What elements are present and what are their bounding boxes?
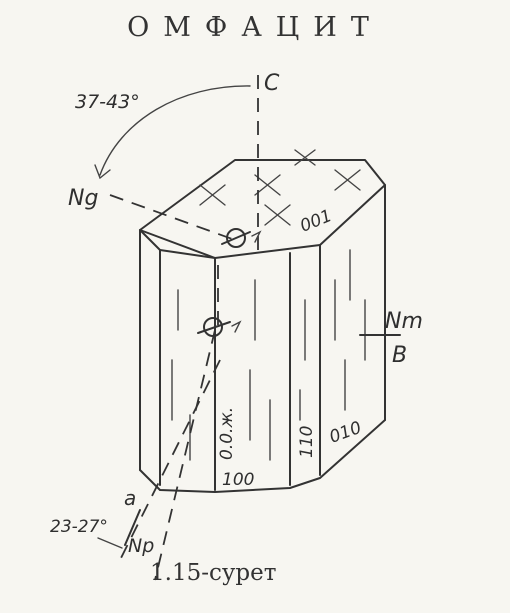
bottom-angle-arc — [97, 537, 123, 549]
cleavage-crosses — [199, 149, 361, 226]
label-face-100: 100 — [222, 470, 254, 490]
label-a: a — [124, 486, 136, 510]
np-axis — [154, 329, 216, 581]
top-left-bevel — [139, 229, 216, 259]
ng-axis — [109, 194, 236, 241]
top-angle-arrow — [94, 164, 111, 180]
label-bottom-angle: 23-27° — [50, 517, 108, 537]
top-face — [139, 159, 386, 259]
label-ng: Ng — [68, 186, 98, 211]
label-optic-plane: 0.0.ж. — [217, 407, 237, 460]
optic-axis-marker-upper — [221, 228, 262, 248]
label-nm: Nm — [385, 309, 423, 334]
diagram-title: ОМФАЦИТ — [127, 12, 383, 43]
face-striations — [171, 249, 366, 461]
label-face-001: 001 — [297, 206, 335, 237]
label-c-axis: C — [264, 71, 280, 96]
label-top-angle: 37-43° — [75, 91, 140, 113]
figure-caption: 1.15-сурет — [150, 560, 277, 586]
label-face-110: 110 — [297, 426, 317, 458]
label-b: B — [392, 343, 407, 368]
a-axis — [119, 359, 221, 561]
optic-axis-marker-lower — [197, 317, 242, 337]
top-angle-arc — [99, 85, 251, 176]
label-np: Np — [128, 535, 154, 557]
a-axis-solid — [124, 509, 141, 546]
